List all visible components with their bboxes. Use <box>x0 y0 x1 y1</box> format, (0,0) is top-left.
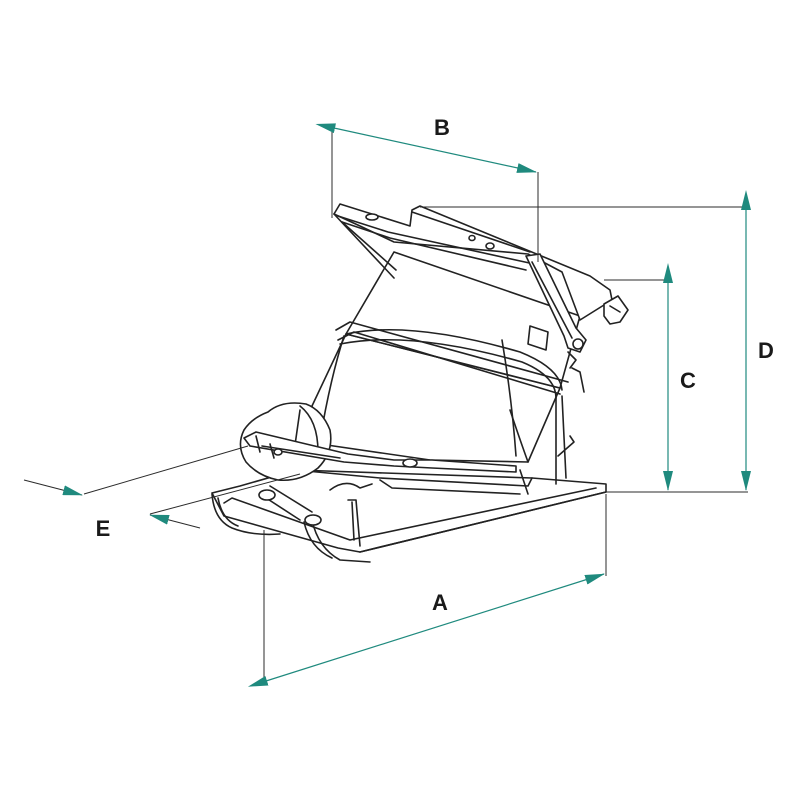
dim-e-extension-lower <box>149 473 301 515</box>
dim-label-a: A <box>432 590 448 615</box>
dim-a-line <box>247 573 605 687</box>
dim-label-c: C <box>680 368 696 393</box>
dim-label-e: E <box>96 516 111 541</box>
base-frame <box>211 395 607 553</box>
dim-e-extension-upper <box>83 445 249 495</box>
dim-label-b: B <box>434 115 450 140</box>
dimension-lines <box>23 123 751 687</box>
dim-e-arrow-right <box>149 514 201 529</box>
dim-label-d: D <box>758 338 774 363</box>
hopper-body <box>299 251 581 463</box>
hopper-lid-frame <box>333 203 629 393</box>
operating-lever <box>243 431 517 473</box>
dim-e-arrow-left <box>23 479 83 496</box>
dim-b-line <box>315 123 537 173</box>
